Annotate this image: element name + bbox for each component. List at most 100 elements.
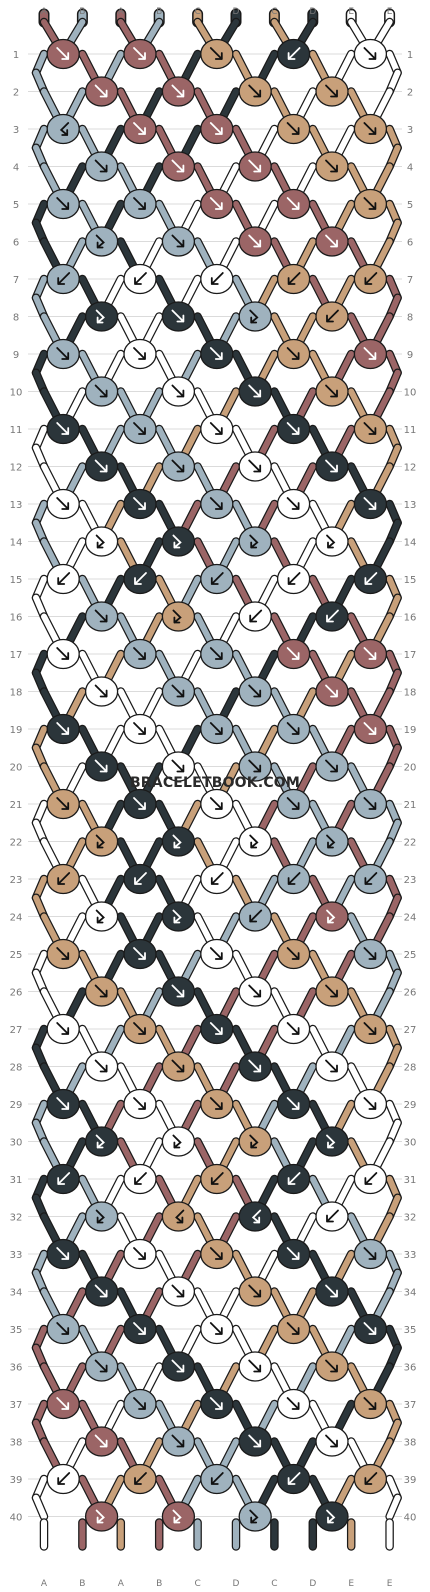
knot-direction-arrow-icon <box>287 1172 301 1185</box>
row-number-right: 4 <box>407 163 413 174</box>
knot-direction-arrow-icon <box>363 197 377 210</box>
row-number-right: 24 <box>404 913 417 924</box>
row-number-left: 7 <box>13 275 19 286</box>
knot-direction-arrow-icon <box>363 47 377 60</box>
row-number-right: 39 <box>404 1475 417 1486</box>
knot-direction-arrow-icon <box>287 47 301 60</box>
knot-direction-arrow-icon <box>364 1172 378 1185</box>
knot-direction-arrow-icon <box>94 759 108 773</box>
row-number-right: 30 <box>404 1138 417 1149</box>
row-number-left: 25 <box>10 950 23 961</box>
knot-direction-arrow-icon <box>95 309 105 324</box>
row-number-right: 23 <box>404 875 417 886</box>
knot-direction-arrow-icon <box>134 272 147 285</box>
knot-direction-arrow-icon <box>171 84 185 98</box>
knot-direction-arrow-icon <box>249 534 259 549</box>
knot-direction-arrow-icon <box>56 947 70 960</box>
knot-direction-arrow-icon <box>248 1359 262 1373</box>
knot-direction-arrow-icon <box>286 122 300 135</box>
row-number-left: 29 <box>10 1100 23 1111</box>
knot-direction-arrow-icon <box>134 1172 147 1185</box>
row-number-left: 20 <box>10 763 23 774</box>
knot-direction-arrow-icon <box>134 1472 147 1485</box>
strand-label-bottom: B <box>156 1579 162 1589</box>
row-number-right: 6 <box>407 238 413 249</box>
strand-label-top: C <box>271 7 277 17</box>
row-number-left: 36 <box>10 1363 23 1374</box>
knot-direction-arrow-icon <box>56 722 70 735</box>
strand-label-top: B <box>156 7 162 17</box>
row-number-right: 13 <box>404 500 417 511</box>
knot-direction-arrow-icon <box>134 572 147 585</box>
knot-direction-arrow-icon <box>326 909 336 924</box>
knot-direction-arrow-icon <box>209 1022 223 1035</box>
row-number-left: 4 <box>13 163 19 174</box>
knot-direction-arrow-icon <box>94 84 108 98</box>
knot-direction-arrow-icon <box>363 347 377 360</box>
knot-direction-arrow-icon <box>172 534 182 549</box>
row-number-right: 16 <box>404 613 417 624</box>
knot-direction-arrow-icon <box>133 47 146 60</box>
knot-direction-arrow-icon <box>326 534 336 549</box>
row-number-right: 21 <box>404 800 417 811</box>
row-number-left: 3 <box>13 125 19 136</box>
row-number-left: 27 <box>10 1025 23 1036</box>
knot-direction-arrow-icon <box>133 422 146 435</box>
knot-direction-arrow-icon <box>133 347 146 360</box>
knot-direction-arrow-icon <box>95 1509 105 1524</box>
row-number-left: 2 <box>13 88 19 99</box>
knot-direction-arrow-icon <box>363 947 377 960</box>
knot-direction-arrow-icon <box>171 1434 185 1448</box>
row-number-right: 15 <box>404 575 417 586</box>
strand-label-top: E <box>348 7 354 17</box>
row-number-left: 17 <box>10 650 23 661</box>
knot-direction-arrow-icon <box>172 1134 182 1149</box>
knot-direction-arrow-icon <box>325 234 338 248</box>
row-number-right: 28 <box>404 1063 417 1074</box>
row-number-left: 6 <box>13 238 19 249</box>
knot-direction-arrow-icon <box>364 872 378 885</box>
knot-direction-arrow-icon <box>326 609 339 623</box>
row-number-right: 36 <box>404 1363 417 1374</box>
row-number-left: 9 <box>13 350 19 361</box>
row-number-left: 32 <box>10 1213 23 1224</box>
row-number-left: 11 <box>10 425 23 436</box>
row-number-left: 30 <box>10 1138 23 1149</box>
knot-direction-arrow-icon <box>209 197 223 210</box>
knot-direction-arrow-icon <box>364 1472 378 1485</box>
knot-direction-arrow-icon <box>248 984 262 998</box>
row-number-left: 16 <box>10 613 23 624</box>
knot-direction-arrow-icon <box>325 1434 338 1448</box>
knot-direction-arrow-icon <box>248 84 262 98</box>
row-number-right: 38 <box>404 1438 417 1449</box>
knot-direction-arrow-icon <box>56 497 70 510</box>
knot-direction-arrow-icon <box>133 947 146 960</box>
knot-direction-arrow-icon <box>56 797 70 810</box>
strand-label-top: D <box>309 7 316 17</box>
knot-direction-arrow-icon <box>363 497 377 510</box>
knot-direction-arrow-icon <box>56 347 70 360</box>
knot-direction-arrow-icon <box>363 1097 377 1110</box>
knot-direction-arrow-icon <box>56 197 70 210</box>
knot-direction-arrow-icon <box>95 909 105 924</box>
knot-direction-arrow-icon <box>287 572 301 585</box>
knot-direction-arrow-icon <box>171 159 185 173</box>
knot-direction-arrow-icon <box>56 1247 70 1260</box>
knot-direction-arrow-icon <box>209 722 223 735</box>
knot-direction-arrow-icon <box>172 609 182 624</box>
strand-label-bottom: A <box>118 1579 125 1589</box>
knot-direction-arrow-icon <box>363 797 377 810</box>
strand-label-top: A <box>118 7 125 17</box>
strand-label-bottom: A <box>41 1579 48 1589</box>
knot-direction-arrow-icon <box>133 647 146 660</box>
row-number-left: 24 <box>10 913 23 924</box>
knot-direction-arrow-icon <box>364 272 378 285</box>
knot-direction-arrow-icon <box>210 1472 224 1485</box>
row-number-left: 35 <box>10 1325 23 1336</box>
knot-direction-arrow-icon <box>286 1322 300 1335</box>
knot-direction-arrow-icon <box>248 459 262 473</box>
knot-direction-arrow-icon <box>56 1322 70 1335</box>
knot-direction-arrow-icon <box>94 984 108 998</box>
row-number-left: 10 <box>10 388 23 399</box>
knot-direction-arrow-icon <box>94 609 108 623</box>
